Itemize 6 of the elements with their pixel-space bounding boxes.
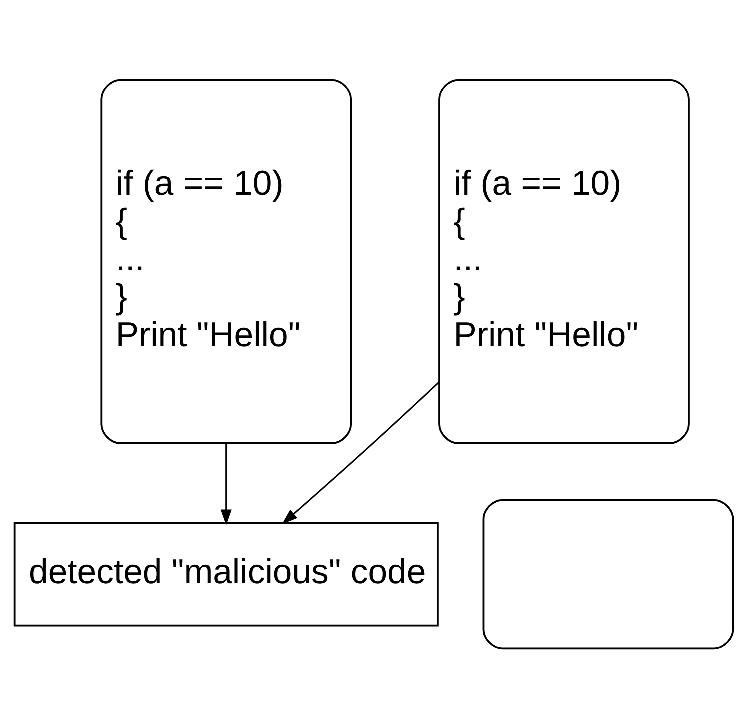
node-box: if (a == 10) { ... } Print "Hello"	[100, 78, 352, 444]
arrow	[282, 381, 440, 524]
node-box: detected "malicious" code	[14, 522, 439, 626]
arrow	[220, 442, 232, 526]
node-box: if (a == 10) { ... } Print "Hello"	[438, 78, 690, 444]
node-box	[482, 498, 734, 650]
